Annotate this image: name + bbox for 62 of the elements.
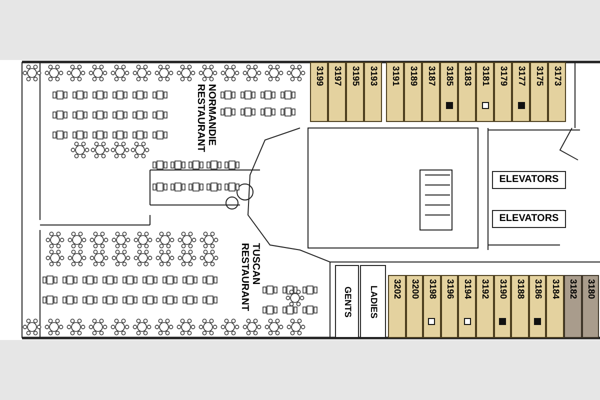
cabin-room [582, 275, 600, 338]
cabin-number: 3184 [550, 279, 560, 300]
elevator-area [492, 210, 566, 228]
cabin-number: 3200 [409, 279, 420, 300]
cabin-room [530, 62, 548, 122]
cabin-number: 3183 [462, 66, 472, 86]
cabin-number: 3181 [480, 66, 490, 86]
cabin-number: 3175 [534, 66, 544, 86]
restroom-label: GENTS [342, 286, 352, 317]
cabin-number: 3190 [497, 279, 508, 300]
cabin-room [511, 275, 529, 338]
cabin-number: 3180 [585, 279, 596, 300]
cabin-number: 3199 [314, 66, 324, 86]
cabin-room [548, 62, 566, 122]
cabin-number: 3188 [515, 279, 525, 300]
elevator-label: ELEVATORS [498, 174, 560, 185]
cabin-room [546, 275, 564, 338]
elevator-label: ELEVATORS [498, 213, 560, 224]
cabin-room [423, 275, 441, 338]
cabin-room [458, 275, 476, 338]
cabin-number: 3182 [568, 279, 578, 300]
cabin-room [494, 62, 512, 122]
cabin-number: 3177 [516, 66, 526, 86]
cabin-room [440, 275, 458, 338]
restroom-label: LADIES [368, 285, 378, 318]
cabin-number: 3196 [444, 279, 455, 300]
cabin-room [512, 62, 530, 122]
cabin-number: 3192 [480, 279, 490, 300]
cabin-room [310, 62, 328, 122]
cabin-room [386, 62, 404, 122]
cabin-room [328, 62, 346, 122]
restroom [360, 265, 386, 338]
cabin-number: 3189 [408, 66, 418, 86]
cabin-room [476, 275, 494, 338]
restaurant-name: NORMANDIE RESTAURANT [195, 84, 217, 154]
cabin-number: 3191 [390, 66, 400, 86]
cabin-number: 3186 [532, 279, 543, 300]
cabin-number: 3193 [368, 66, 378, 86]
cabin-room [440, 62, 458, 122]
cabin-room [346, 62, 364, 122]
cabin-number: 3187 [426, 66, 436, 86]
cabin-room [404, 62, 422, 122]
cabin-number: 3202 [392, 279, 402, 300]
restaurant-name: TUSCAN RESTAURANT [239, 243, 261, 314]
cabin-room [494, 275, 512, 338]
elevator-area [492, 171, 566, 189]
restroom [335, 265, 359, 338]
cabin-room [564, 275, 582, 338]
cabin-room [458, 62, 476, 122]
cabin-room [422, 62, 440, 122]
cabin-room [528, 275, 546, 338]
cabin-room [388, 275, 406, 338]
cabin-number: 3197 [332, 66, 342, 86]
cabin-number: 3195 [350, 66, 360, 86]
cabin-number: 3194 [462, 279, 472, 300]
cabin-number: 3198 [427, 279, 437, 300]
cabin-number: 3185 [444, 66, 454, 86]
cabin-room [406, 275, 424, 338]
cabin-room [364, 62, 382, 122]
cabin-room [476, 62, 494, 122]
cabin-number: 3173 [552, 66, 562, 86]
cabin-number: 3179 [498, 66, 508, 86]
